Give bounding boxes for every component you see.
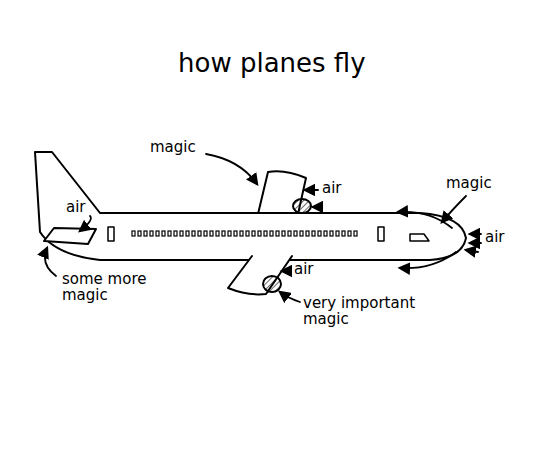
window: [192, 231, 195, 236]
window: [330, 231, 333, 236]
window: [312, 231, 315, 236]
door: [108, 227, 114, 241]
leader-arrow: [280, 292, 300, 302]
window: [264, 231, 267, 236]
leader-arrow: [442, 196, 466, 222]
window: [276, 231, 279, 236]
leader-arrow: [45, 248, 56, 276]
door: [378, 227, 384, 241]
window: [198, 231, 201, 236]
window: [150, 231, 153, 236]
window: [324, 231, 327, 236]
window: [318, 231, 321, 236]
window: [306, 231, 309, 236]
far-engine: [293, 199, 311, 213]
window: [234, 231, 237, 236]
tail-stabilizer: [44, 228, 96, 244]
air-arrow: [80, 216, 91, 231]
callout-label: air: [294, 262, 314, 278]
window: [294, 231, 297, 236]
window: [270, 231, 273, 236]
window: [354, 231, 357, 236]
window: [216, 231, 219, 236]
window: [246, 231, 249, 236]
window: [252, 231, 255, 236]
window-row: [132, 231, 357, 236]
window: [204, 231, 207, 236]
air-arrow: [470, 233, 481, 235]
cockpit-window: [410, 234, 429, 241]
window: [138, 231, 141, 236]
window: [144, 231, 147, 236]
window: [348, 231, 351, 236]
callout-note: some more magic: [62, 272, 154, 304]
window: [282, 231, 285, 236]
title: how planes fly: [178, 50, 366, 77]
window: [258, 231, 261, 236]
near-wing: [228, 256, 292, 294]
window: [228, 231, 231, 236]
fuselage: [35, 152, 466, 260]
window: [222, 231, 225, 236]
window: [342, 231, 345, 236]
window: [156, 231, 159, 236]
air-arrow: [466, 250, 478, 252]
air-arrow: [282, 270, 284, 272]
callout-label: air: [485, 230, 505, 246]
flow-arrow: [398, 212, 452, 228]
window: [168, 231, 171, 236]
window: [132, 231, 135, 236]
window: [210, 231, 213, 236]
callout-note: very important magic: [303, 296, 433, 328]
callout-label: magic: [446, 176, 492, 192]
window: [174, 231, 177, 236]
window: [240, 231, 243, 236]
window: [336, 231, 339, 236]
window: [162, 231, 165, 236]
callout-label: magic: [150, 140, 196, 156]
callout-label: air: [66, 200, 86, 216]
callout-label: air: [322, 181, 342, 197]
air-arrow: [305, 189, 318, 191]
air-arrow: [470, 242, 481, 244]
window: [300, 231, 303, 236]
leader-arrow: [206, 154, 257, 184]
flow-arrow: [400, 252, 456, 268]
window: [288, 231, 291, 236]
window: [186, 231, 189, 236]
air-arrow: [284, 270, 291, 272]
window: [180, 231, 183, 236]
air-arrow: [313, 206, 322, 208]
near-engine: [263, 276, 281, 292]
